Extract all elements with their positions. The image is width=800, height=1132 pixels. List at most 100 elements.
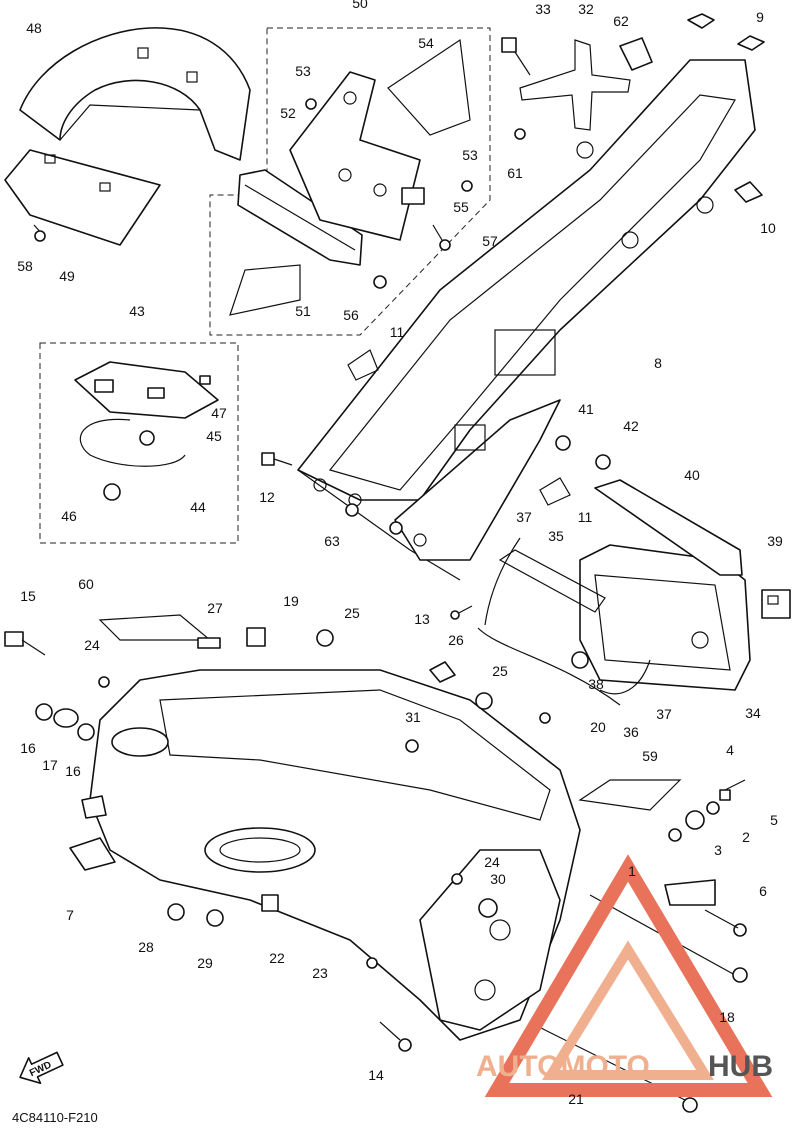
callout-11: 11 <box>390 324 405 340</box>
callout-labels: 1234567891011111213141516161718192021222… <box>17 0 783 1107</box>
collar-63 <box>345 503 359 517</box>
callout-50: 50 <box>352 0 368 11</box>
callout-27: 27 <box>207 600 223 616</box>
fwd-arrow-icon: FWD <box>19 1051 64 1085</box>
callout-16: 16 <box>20 740 36 756</box>
callout-34: 34 <box>745 705 761 721</box>
rear-frame-8 <box>297 59 756 581</box>
callout-24: 24 <box>484 854 500 870</box>
callout-47: 47 <box>211 405 227 421</box>
rear-fender-bracket <box>289 71 421 241</box>
callout-5: 5 <box>770 812 778 828</box>
strap-36 <box>477 627 621 706</box>
callout-58: 58 <box>17 258 33 274</box>
callout-63: 63 <box>324 533 340 549</box>
callout-62: 62 <box>613 13 629 29</box>
callout-37: 37 <box>516 509 532 525</box>
callout-6: 6 <box>759 883 767 899</box>
callout-8: 8 <box>654 355 662 371</box>
battery-box-34 <box>579 544 751 691</box>
callout-22: 22 <box>269 950 285 966</box>
washer-63 <box>389 521 403 535</box>
callout-41: 41 <box>578 401 594 417</box>
grommet-45 <box>139 430 155 446</box>
callout-20: 20 <box>590 719 606 735</box>
callout-54: 54 <box>418 35 434 51</box>
bracket-47-set <box>74 361 219 419</box>
callout-18: 18 <box>719 1009 735 1025</box>
callout-31: 31 <box>405 709 421 725</box>
watermark-logo: AUTOMOTO HUB <box>476 854 773 1097</box>
callout-11: 11 <box>578 509 593 525</box>
group-box-50 <box>209 27 491 336</box>
watermark-brand-part1: AUTOMOTO <box>476 1050 650 1083</box>
callout-46: 46 <box>61 508 77 524</box>
screw-58 <box>33 224 46 242</box>
callout-42: 42 <box>623 418 639 434</box>
sticker-10 <box>734 181 763 203</box>
watermark-triangle-outer <box>484 854 773 1097</box>
box-39 <box>761 589 791 619</box>
clamp-46 <box>103 483 121 501</box>
callout-19: 19 <box>283 593 299 609</box>
callout-48: 48 <box>26 20 42 36</box>
callout-32: 32 <box>578 1 594 17</box>
pivot-parts-15-17 <box>4 631 110 741</box>
strap-37b <box>599 659 651 695</box>
bracket-40 <box>594 479 743 576</box>
callout-60: 60 <box>78 576 94 592</box>
screw-13 <box>450 605 473 620</box>
bolt-12 <box>261 452 293 466</box>
callout-56: 56 <box>343 307 359 323</box>
plate-32 <box>519 39 631 131</box>
callout-3: 3 <box>714 842 722 858</box>
bolt-61 <box>514 128 526 140</box>
bolt-33 <box>501 37 531 76</box>
callout-24: 24 <box>84 637 100 653</box>
screw-41 <box>555 435 571 451</box>
callout-44: 44 <box>190 499 206 515</box>
callout-10: 10 <box>760 220 776 236</box>
callout-37: 37 <box>656 706 672 722</box>
callout-55: 55 <box>453 199 469 215</box>
nut-42 <box>595 454 611 470</box>
mount-parts-2-5 <box>668 779 746 842</box>
plate-54 <box>387 38 471 136</box>
callout-16: 16 <box>65 763 81 779</box>
callout-49: 49 <box>59 268 75 284</box>
drawing-code: 4C84110-F210 <box>12 1110 98 1125</box>
main-frame-7 <box>69 669 581 1041</box>
callout-36: 36 <box>623 724 639 740</box>
wire-44 <box>79 418 186 467</box>
callout-52: 52 <box>280 105 296 121</box>
callout-57: 57 <box>482 233 498 249</box>
group-box-43 <box>39 342 239 544</box>
callout-29: 29 <box>197 955 213 971</box>
frame-small-parts <box>167 627 551 969</box>
sticker-11a <box>347 349 379 381</box>
callout-15: 15 <box>20 588 36 604</box>
seat-cowl-48 <box>19 27 251 161</box>
callout-9: 9 <box>756 9 764 25</box>
callout-30: 30 <box>490 871 506 887</box>
callout-2: 2 <box>742 829 750 845</box>
callout-33: 33 <box>535 1 551 17</box>
callout-61: 61 <box>507 165 523 181</box>
fasteners-53-57 <box>305 98 473 289</box>
callout-4: 4 <box>726 742 734 758</box>
callout-23: 23 <box>312 965 328 981</box>
callout-59: 59 <box>642 748 658 764</box>
sticker-9b <box>737 35 765 51</box>
callout-7: 7 <box>66 907 74 923</box>
callout-40: 40 <box>684 467 700 483</box>
callout-25: 25 <box>344 605 360 621</box>
callout-51: 51 <box>295 303 311 319</box>
callout-45: 45 <box>206 428 222 444</box>
watermark-triangle-inner <box>542 940 714 1080</box>
sticker-60 <box>98 614 212 641</box>
callout-26: 26 <box>448 632 464 648</box>
callout-1: 1 <box>628 863 636 879</box>
plate-51 <box>229 264 301 316</box>
sticker-59 <box>578 779 682 811</box>
